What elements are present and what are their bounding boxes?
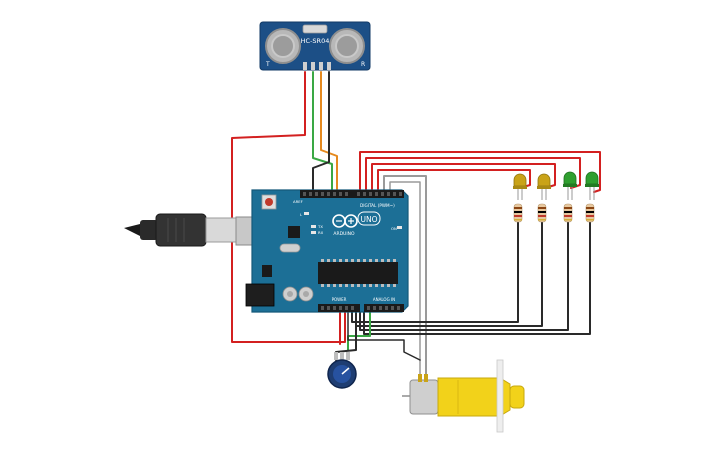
ultrasonic-sensor[interactable]: HC-SR04 T R — [259, 21, 371, 71]
usb-cable[interactable] — [124, 213, 275, 247]
wire-motor-a[interactable] — [383, 175, 427, 376]
led-green-icon — [563, 171, 577, 185]
potentiometer[interactable] — [327, 352, 357, 389]
led-array — [513, 171, 599, 223]
resistor-3[interactable] — [563, 203, 573, 223]
sensor-corner-right: R — [361, 61, 365, 68]
wires — [231, 71, 601, 376]
motor-body — [409, 379, 439, 415]
led-green-icon — [585, 171, 599, 185]
cable-strain-relief — [124, 224, 140, 236]
wire-pot-signal[interactable] — [347, 311, 371, 351]
aref-label: AREF — [293, 199, 303, 204]
wire-sensor-trig[interactable] — [312, 71, 333, 191]
reset-button-icon — [265, 198, 273, 206]
led-label-tx: TX — [317, 224, 323, 229]
usb-chip — [288, 226, 300, 238]
motor-output-shaft-icon — [496, 359, 504, 433]
wire-led3-gnd[interactable] — [359, 221, 569, 331]
led-3[interactable] — [563, 171, 577, 200]
led-4[interactable] — [585, 171, 599, 200]
wire-led3-signal[interactable] — [371, 163, 556, 191]
dc-motor[interactable] — [402, 359, 525, 433]
wire-led1-signal[interactable] — [359, 151, 601, 193]
resistor-1[interactable] — [513, 203, 523, 223]
led-label-l: L — [300, 212, 303, 217]
digital-pin-holes — [303, 192, 402, 196]
led-2[interactable] — [537, 173, 551, 200]
led-label-rx: RX — [318, 230, 324, 235]
wire-led4-signal[interactable] — [377, 169, 531, 191]
voltage-regulator — [262, 265, 272, 277]
analog-header-label: ANALOG IN — [373, 297, 395, 302]
sensor-corner-left: T — [265, 61, 270, 68]
resistor-4[interactable] — [585, 203, 595, 223]
led-1[interactable] — [513, 173, 527, 200]
wire-sensor-gnd[interactable] — [312, 71, 330, 191]
sensor-pins — [303, 62, 331, 70]
uno-logo-text: UNO — [360, 215, 377, 224]
atmega-chip — [318, 262, 398, 284]
wire-led4-gnd[interactable] — [363, 221, 591, 335]
usb-plug-metal — [205, 217, 237, 243]
arduino-logo-icon — [332, 214, 358, 228]
on-label: ON — [391, 226, 397, 231]
digital-header — [300, 190, 404, 198]
wire-motor-gnd[interactable] — [347, 311, 421, 361]
resistor-2[interactable] — [537, 203, 547, 223]
sensor-label: HC-SR04 — [301, 37, 330, 45]
power-header-label: POWER — [332, 297, 347, 302]
wire-led1-gnd[interactable] — [351, 221, 519, 323]
dc-power-jack[interactable] — [245, 283, 275, 307]
wire-motor-b[interactable] — [389, 181, 421, 376]
led-yellow-icon — [537, 173, 551, 187]
brand-text: ARDUINO — [333, 231, 355, 237]
digital-header-label: DIGITAL (PWM~) — [360, 203, 395, 208]
arduino-uno-board[interactable]: DIGITAL (PWM~) AREF UNO ARDUINO L TX RX … — [245, 189, 409, 313]
crystal-oscillator — [279, 243, 301, 253]
atmega-pins — [321, 259, 396, 287]
crystal-icon — [302, 24, 328, 34]
analog-header — [364, 304, 404, 312]
led-yellow-icon — [513, 173, 527, 187]
